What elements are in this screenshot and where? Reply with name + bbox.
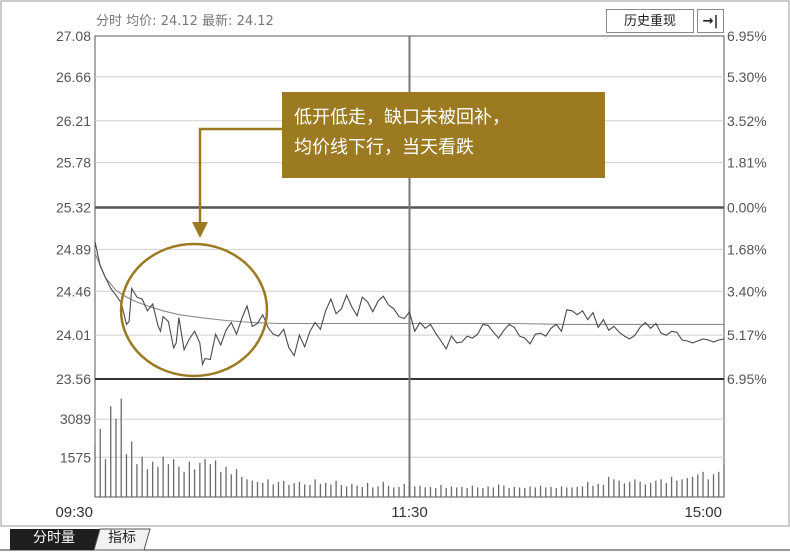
time-tick-label: 15:00 xyxy=(684,504,722,521)
mode-label: 分时 xyxy=(96,14,123,29)
price-tick-label: 25.78 xyxy=(56,155,91,171)
price-line xyxy=(94,241,725,367)
tab-indicator-shape xyxy=(93,528,151,551)
annotation-connector xyxy=(198,127,282,226)
price-tick-label: 26.66 xyxy=(56,69,91,85)
volume-tick-label: 1575 xyxy=(60,449,91,465)
percent-tick-label: 5.30% xyxy=(727,69,767,85)
price-tick-label: 24.01 xyxy=(56,327,91,343)
percent-tick-label: 1.81% xyxy=(727,155,767,171)
time-tick-label: 09:30 xyxy=(55,504,93,521)
latest-price-label: 最新: xyxy=(202,14,233,29)
outer-frame xyxy=(0,0,790,527)
avg-price-value: 24.12 xyxy=(160,14,198,29)
annotation-callout: 低开低走，缺口未被回补， 均价线下行，当天看跌 xyxy=(282,92,605,178)
percent-tick-label: 3.52% xyxy=(727,113,767,129)
volume-tick-label: 3089 xyxy=(60,411,91,427)
annotation-line-1: 低开低走，缺口未被回补， xyxy=(294,107,510,128)
history-replay-button[interactable]: 历史重现 xyxy=(606,9,694,33)
tab-intraday-volume-shape xyxy=(10,529,100,550)
price-tick-label: 27.08 xyxy=(56,28,91,44)
price-tick-label: 24.46 xyxy=(56,283,91,299)
price-tick-label: 23.56 xyxy=(56,371,91,387)
price-tick-label: 24.89 xyxy=(56,241,91,257)
bottom-tab-bar: 分时量 指标 xyxy=(0,527,790,551)
price-tick-label: 25.32 xyxy=(56,200,91,216)
percent-tick-label: 6.95% xyxy=(727,371,767,387)
exit-icon[interactable]: →| xyxy=(697,9,724,33)
percent-tick-label: 0.00% xyxy=(727,200,767,216)
avg-price-label: 均价: xyxy=(126,14,157,29)
percent-tick-label: 1.68% xyxy=(727,241,767,257)
percent-tick-label: 3.40% xyxy=(727,283,767,299)
chart-header: 分时 均价: 24.12 最新: 24.12 xyxy=(96,10,274,29)
annotation-arrowhead xyxy=(192,222,208,238)
tab-indicator[interactable]: 指标 xyxy=(108,530,136,546)
percent-tick-label: 5.17% xyxy=(727,327,767,343)
price-tick-label: 26.21 xyxy=(56,113,91,129)
tab-intraday-volume[interactable]: 分时量 xyxy=(33,530,75,546)
annotation-line-2: 均价线下行，当天看跌 xyxy=(294,137,474,158)
time-tick-label: 11:30 xyxy=(391,504,427,521)
latest-price-value: 24.12 xyxy=(236,14,274,29)
highlight-ellipse xyxy=(119,242,269,378)
percent-tick-label: 6.95% xyxy=(727,28,767,44)
average-price-line xyxy=(94,253,724,325)
